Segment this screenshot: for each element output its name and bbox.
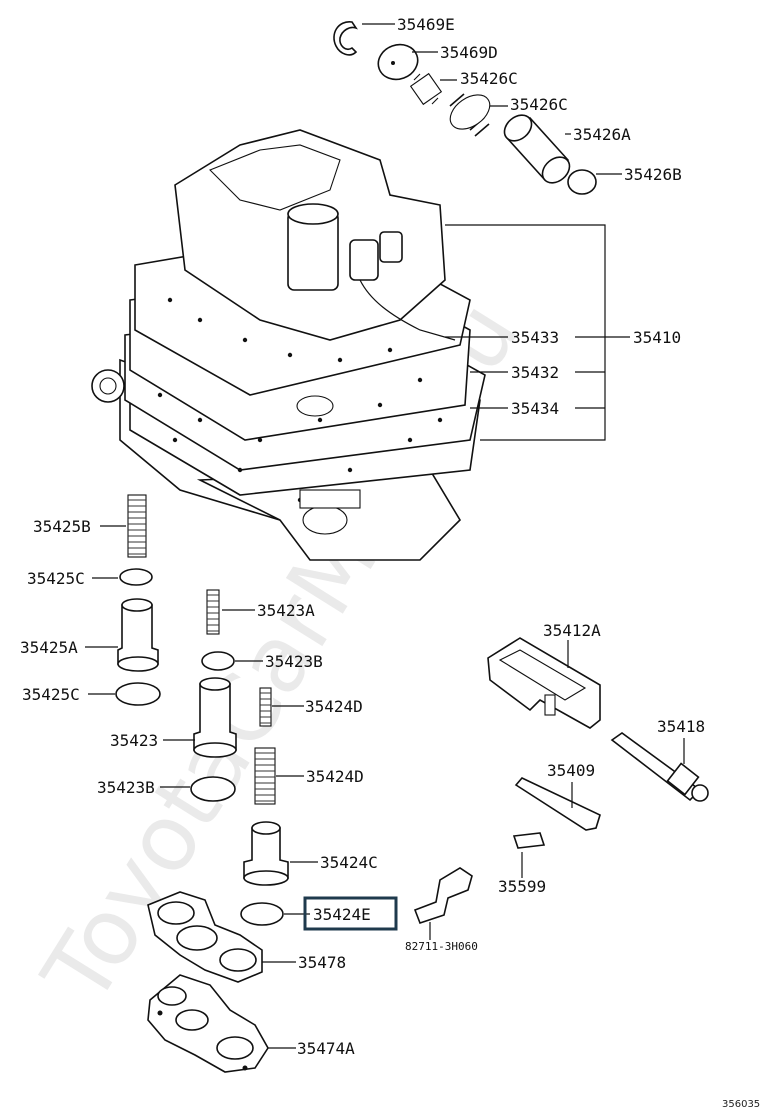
label-35424E[interactable]: 35424E xyxy=(313,905,371,924)
label-35425B[interactable]: 35425B xyxy=(33,517,91,536)
label-35426A[interactable]: 35426A xyxy=(573,125,631,144)
label-35423B-upper[interactable]: 35423B xyxy=(265,652,323,671)
label-35434[interactable]: 35434 xyxy=(511,399,559,418)
disc-35469D[interactable] xyxy=(373,39,422,85)
bracket-35410 xyxy=(445,224,630,441)
spring-35424D-large[interactable] xyxy=(254,747,276,805)
plunger-35423[interactable] xyxy=(193,677,237,758)
label-35432[interactable]: 35432 xyxy=(511,363,559,382)
solenoid-bracket-35412A[interactable] xyxy=(487,637,601,729)
spring-35425B[interactable] xyxy=(127,494,147,558)
spring-35426C-large[interactable] xyxy=(444,88,496,137)
label-35409[interactable]: 35409 xyxy=(547,761,595,780)
leader-lines xyxy=(85,23,685,1049)
o-ring-35423B-upper[interactable] xyxy=(201,651,235,671)
plunger-35424C[interactable] xyxy=(243,821,289,886)
label-35412A[interactable]: 35412A xyxy=(543,621,601,640)
label-35418[interactable]: 35418 xyxy=(657,717,705,736)
highlight-35424E xyxy=(303,896,398,931)
label-35424D-upper[interactable]: 35424D xyxy=(305,697,363,716)
label-82711-3H060[interactable]: 82711-3H060 xyxy=(405,940,478,953)
plunger-35425A[interactable] xyxy=(117,598,159,672)
label-35425A[interactable]: 35425A xyxy=(20,638,78,657)
label-35433[interactable]: 35433 xyxy=(511,328,559,347)
label-35426C-upper[interactable]: 35426C xyxy=(460,69,518,88)
label-35474A[interactable]: 35474A xyxy=(297,1039,355,1058)
label-35424C[interactable]: 35424C xyxy=(320,853,378,872)
label-35423[interactable]: 35423 xyxy=(110,731,158,750)
label-35424D-lower[interactable]: 35424D xyxy=(306,767,364,786)
label-35599[interactable]: 35599 xyxy=(498,877,546,896)
valve-body-assembly[interactable] xyxy=(91,129,486,561)
o-ring-35425C-lower[interactable] xyxy=(115,682,161,706)
label-35423A[interactable]: 35423A xyxy=(257,601,315,620)
gasket-35478[interactable] xyxy=(147,891,263,983)
label-35469D[interactable]: 35469D xyxy=(440,43,498,62)
o-ring-35424E[interactable] xyxy=(240,902,284,926)
spring-35426C-small[interactable] xyxy=(409,72,443,106)
label-35426B[interactable]: 35426B xyxy=(624,165,682,184)
o-ring-35425C-upper[interactable] xyxy=(119,568,153,586)
corner-code: 356035 xyxy=(722,1099,760,1110)
spring-35423A[interactable] xyxy=(206,589,220,635)
clip-35599[interactable] xyxy=(512,832,546,849)
label-35425C-lower[interactable]: 35425C xyxy=(22,685,80,704)
label-35410[interactable]: 35410 xyxy=(633,328,681,347)
label-35425C-upper[interactable]: 35425C xyxy=(27,569,85,588)
o-ring-35426B[interactable] xyxy=(567,169,597,195)
bracket-82711-3H060[interactable] xyxy=(413,867,473,925)
part-labels: 35469E 35469D 35426C 35426C 35426A 35426… xyxy=(20,15,760,1110)
label-35423B-lower[interactable]: 35423B xyxy=(97,778,155,797)
spring-35424D-small[interactable] xyxy=(259,687,272,727)
label-35426C-lower[interactable]: 35426C xyxy=(510,95,568,114)
label-35478[interactable]: 35478 xyxy=(298,953,346,972)
cover-35474A[interactable] xyxy=(147,974,269,1073)
label-35469E[interactable]: 35469E xyxy=(397,15,455,34)
plate-35409[interactable] xyxy=(514,777,601,831)
wire-35418[interactable] xyxy=(610,732,709,802)
sleeve-35426A[interactable] xyxy=(499,110,574,188)
snap-ring-35469E[interactable] xyxy=(333,21,358,56)
o-ring-35423B-lower[interactable] xyxy=(190,776,236,802)
